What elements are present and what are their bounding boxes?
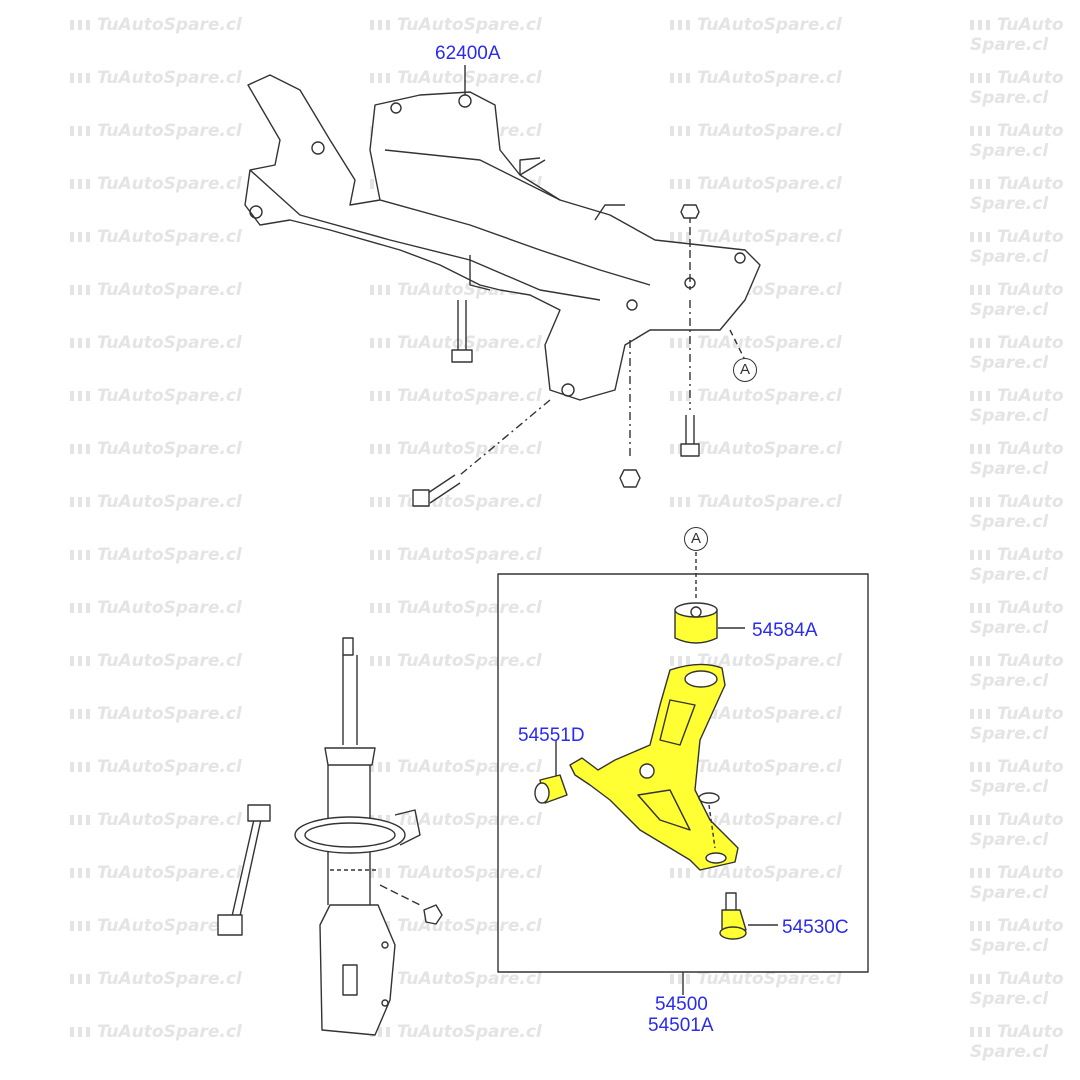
part-label-62400a[interactable]: 62400A bbox=[435, 43, 501, 64]
lower-arm-drawing bbox=[569, 663, 739, 871]
part-label-54530c[interactable]: 54530C bbox=[782, 917, 849, 938]
subframe-drawing bbox=[244, 74, 761, 401]
ball-joint-54530c-drawing bbox=[719, 892, 747, 940]
bushing-54551d-drawing bbox=[534, 774, 568, 804]
strut-drawing bbox=[217, 637, 443, 1036]
part-label-54551d[interactable]: 54551D bbox=[518, 725, 585, 746]
callout-a-top: A bbox=[733, 358, 757, 382]
part-label-54500[interactable]: 54500 bbox=[655, 994, 708, 1015]
callout-a-bottom: A bbox=[684, 527, 708, 551]
bushing-54584a-drawing bbox=[674, 602, 718, 644]
part-label-54501a[interactable]: 54501A bbox=[648, 1015, 714, 1036]
fasteners-drawing bbox=[412, 204, 746, 507]
part-label-54584a[interactable]: 54584A bbox=[752, 620, 818, 641]
